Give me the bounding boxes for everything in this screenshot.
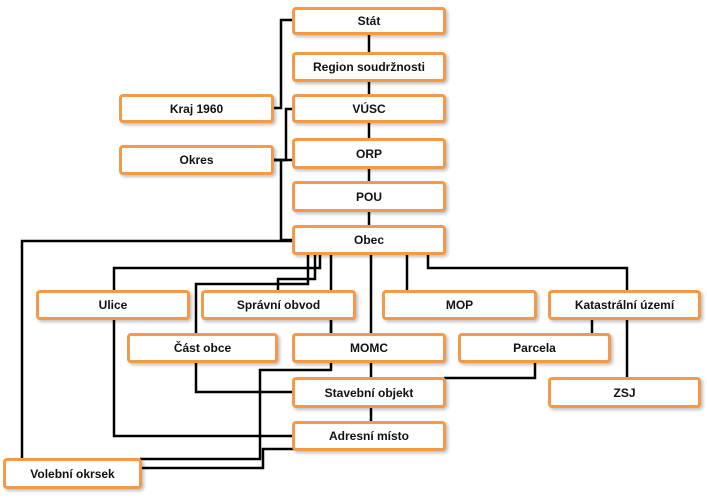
link-ulice-adresni bbox=[112, 318, 294, 438]
link-obec-katastr bbox=[426, 254, 629, 291]
link-parcela-stavebni bbox=[444, 362, 537, 380]
link-okres-obec bbox=[273, 158, 294, 242]
node-stat: Stát bbox=[292, 7, 446, 35]
node-spravni-obvod: Správní obvod bbox=[201, 290, 356, 320]
node-orp: ORP bbox=[292, 138, 446, 169]
node-obec: Obec bbox=[292, 225, 446, 255]
node-mop: MOP bbox=[382, 290, 537, 320]
node-parcela: Parcela bbox=[458, 333, 611, 363]
node-stavebni-objekt: Stavební objekt bbox=[292, 377, 446, 408]
link-adresni-volebni bbox=[140, 447, 294, 470]
node-zsj: ZSJ bbox=[548, 377, 701, 408]
node-katastralni-uzemi: Katastrální území bbox=[548, 290, 701, 320]
node-okres: Okres bbox=[119, 145, 274, 175]
node-ulice: Ulice bbox=[36, 290, 190, 320]
node-region-soudrznosti: Region soudržnosti bbox=[292, 52, 446, 82]
link-obec-cast-obce bbox=[194, 254, 310, 334]
link-okres-vusc bbox=[273, 107, 294, 162]
link-kraj-stat bbox=[273, 18, 293, 110]
node-momc: MOMC bbox=[292, 333, 446, 363]
node-cast-obce: Část obce bbox=[127, 333, 278, 363]
node-volebni-okrsek: Volební okrsek bbox=[3, 458, 142, 489]
node-adresni-misto: Adresní místo bbox=[292, 421, 446, 451]
link-cast-stavebni bbox=[194, 362, 294, 394]
link-obec-volebni bbox=[20, 239, 294, 459]
link-obec-spravni bbox=[276, 254, 317, 291]
link-momc-volebni bbox=[140, 362, 333, 461]
node-kraj-1960: Kraj 1960 bbox=[119, 94, 274, 123]
node-vusc: VÚSC bbox=[292, 94, 446, 123]
link-obec-ulice bbox=[112, 254, 322, 291]
node-pou: POU bbox=[292, 181, 446, 212]
